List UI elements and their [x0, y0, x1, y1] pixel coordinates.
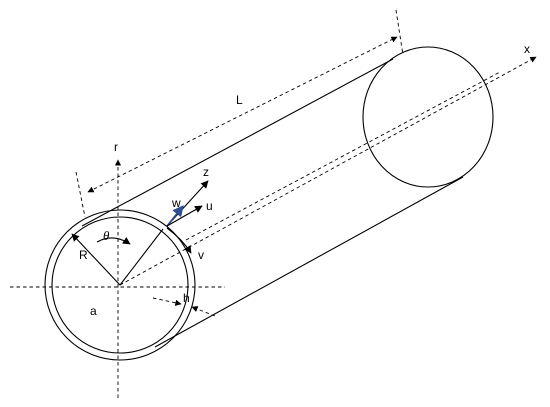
geometry-annotations — [71, 180, 216, 317]
z-label: z — [203, 165, 209, 179]
v-label: v — [198, 248, 204, 262]
x-axis-label: x — [524, 42, 530, 56]
r-axis-label: r — [114, 140, 118, 154]
length-label: L — [236, 93, 243, 107]
length-left-tick — [75, 171, 86, 218]
length-right-tick — [395, 9, 404, 56]
far-end-circle — [362, 46, 494, 188]
x-axis-line — [119, 56, 537, 286]
radius-label: R — [79, 248, 88, 262]
u-label: u — [206, 199, 213, 213]
length-dimension-line — [87, 36, 398, 193]
w-arrow — [166, 205, 184, 227]
thickness-right-arrow — [191, 306, 216, 317]
near-end-inner-circle — [51, 216, 189, 354]
u-arrow — [166, 205, 203, 227]
thickness-left-arrow — [152, 297, 182, 306]
lower-generator-line — [154, 176, 464, 348]
thickness-label: h — [183, 291, 190, 305]
upper-generator-line — [81, 58, 394, 227]
theta-label: θ — [103, 228, 110, 243]
radius-arrow — [71, 233, 121, 286]
inner-radius-label: a — [90, 304, 97, 318]
near-end-outer-circle — [44, 209, 196, 361]
v-arrow — [166, 227, 192, 254]
labels: x r L z w u v θ R a h — [79, 42, 530, 318]
theta-arc — [96, 237, 131, 245]
inner-dashed-line — [185, 71, 501, 241]
w-label: w — [171, 196, 181, 210]
reference-radius-line — [119, 228, 164, 286]
axes — [10, 9, 537, 398]
